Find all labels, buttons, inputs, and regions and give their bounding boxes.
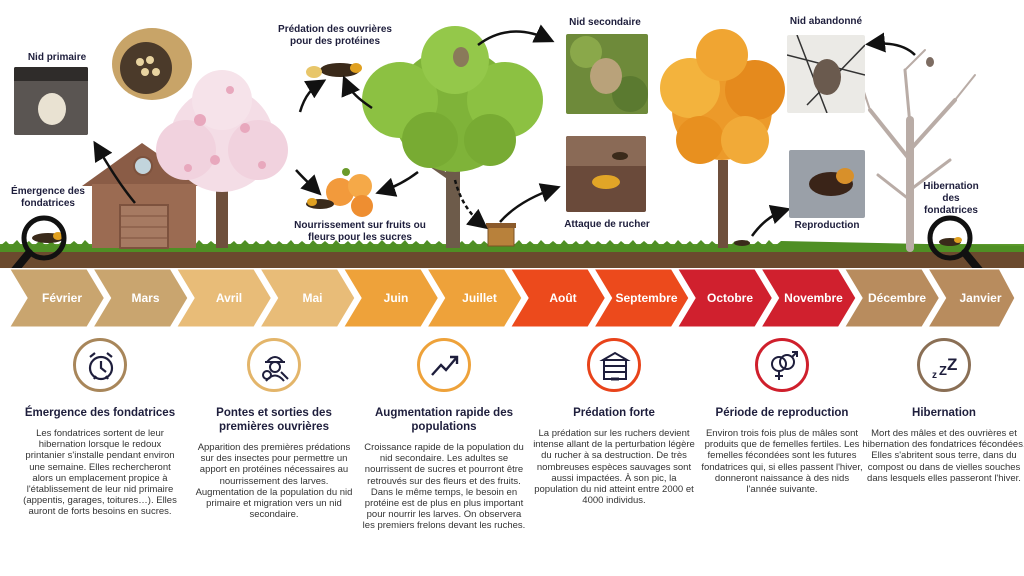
month-label: Juin <box>383 291 409 305</box>
timeline-chevron <box>840 268 943 330</box>
phase-icon-circle <box>73 338 127 392</box>
hornet-peach-icon <box>306 198 334 209</box>
small-nest-icon <box>453 47 469 67</box>
month-label: Juillet <box>462 291 497 305</box>
label-emergence: Émergence des fondatrices <box>11 186 85 209</box>
label-attaque-rucher: Attaque de rucher <box>564 219 650 230</box>
month-timeline <box>5 268 1018 330</box>
label-nid-abandonne: Nid abandonné <box>789 16 863 27</box>
timeline-chevron <box>923 268 1018 330</box>
photo-nest-cutaway <box>100 22 196 102</box>
beehive-box-icon <box>486 223 516 247</box>
month-label: Novembre <box>784 291 843 305</box>
phase-description: Environ trois fois plus de mâles sont pr… <box>701 428 863 496</box>
hornet-small-icon <box>734 240 750 246</box>
timeline-chevron <box>5 268 108 330</box>
bare-tree-nest-icon <box>926 57 934 67</box>
phase-column: Pontes et sorties des premières ouvrière… <box>192 338 356 520</box>
label-predation-proteines: Prédation des ouvrières pour des protéin… <box>278 24 392 47</box>
label-nid-secondaire: Nid secondaire <box>569 17 641 28</box>
month-label: Mai <box>302 291 323 305</box>
blossom-tree <box>156 70 288 248</box>
timeline-chevron <box>756 268 859 330</box>
growth-chart-icon <box>427 348 463 384</box>
timeline-chevron <box>88 268 191 330</box>
autumn-tree <box>660 29 785 248</box>
label-nid-primaire: Nid primaire <box>27 52 87 63</box>
month-label: Mars <box>131 291 160 305</box>
bare-tree <box>859 49 976 252</box>
month-label: Février <box>41 291 83 305</box>
peach-fruits-icon <box>326 168 373 217</box>
timeline-chevron <box>255 268 358 330</box>
phase-title: Pontes et sorties des premières ouvrière… <box>216 407 332 433</box>
month-label: Août <box>549 291 577 305</box>
timeline-chevron <box>172 268 275 330</box>
green-tree <box>362 26 543 248</box>
month-label: Janvier <box>959 291 1002 305</box>
photo-nid-secondaire <box>566 34 648 114</box>
label-hibernation-fondatrices: Hibernation des fondatrices <box>923 181 979 216</box>
month-label: Avril <box>215 291 243 305</box>
timeline-chevron <box>673 268 776 330</box>
month-label: Décembre <box>867 291 927 305</box>
phase-title: Hibernation <box>912 407 976 419</box>
flow-arrows <box>93 24 916 237</box>
alarm-clock-icon <box>83 348 119 384</box>
phase-icon-circle <box>587 338 641 392</box>
hornet-hibernation-icon <box>939 237 962 246</box>
worker-icon <box>257 348 293 384</box>
phase-description: Apparition des premières prédations sur … <box>195 442 353 521</box>
phase-icon-circle <box>247 338 301 392</box>
photo-reproduction <box>789 150 865 218</box>
phase-column: Prédation forte La prédation sur les ruch… <box>532 338 696 506</box>
phase-icon-circle <box>755 338 809 392</box>
timeline-chevron <box>506 268 609 330</box>
magnifier-left-icon <box>11 215 67 268</box>
phase-description: La prédation sur les ruchers devient int… <box>533 428 695 507</box>
hornet-emergence-icon <box>32 232 64 243</box>
photo-nid-abandonne <box>787 35 865 113</box>
beehive-icon <box>597 348 633 384</box>
timeline-chevron <box>339 268 442 330</box>
magnifier-right-icon <box>927 215 983 268</box>
phase-icon-circle <box>417 338 471 392</box>
illustration-scene <box>0 24 1024 268</box>
phase-title: Prédation forte <box>573 407 655 419</box>
month-label: Octobre <box>706 291 753 305</box>
phase-title: Augmentation rapide des populations <box>374 407 514 433</box>
hornet-predation-icon <box>306 63 362 78</box>
svg-text:Z: Z <box>947 355 957 374</box>
label-reproduction: Reproduction <box>794 220 860 231</box>
phase-description: Mort des mâles et des ouvrières et hiber… <box>862 428 1024 484</box>
svg-text:Z: Z <box>939 363 947 378</box>
gender-symbols-icon <box>765 348 801 384</box>
photo-nid-primaire <box>14 67 88 135</box>
month-label: Septembre <box>615 291 678 305</box>
phase-title: Période de reproduction <box>715 407 849 419</box>
phase-description: Croissance rapide de la population du ni… <box>362 442 526 532</box>
timeline-chevron <box>589 268 692 330</box>
phase-description: Les fondatrices sortent de leur hibernat… <box>23 428 177 518</box>
photo-attaque-rucher <box>566 136 646 212</box>
phase-title: Émergence des fondatrices <box>24 407 176 419</box>
label-nourrissement: Nourrissement sur fruits ou fleurs pour … <box>294 220 426 243</box>
timeline-chevron <box>422 268 525 330</box>
svg-text:z: z <box>932 370 937 381</box>
